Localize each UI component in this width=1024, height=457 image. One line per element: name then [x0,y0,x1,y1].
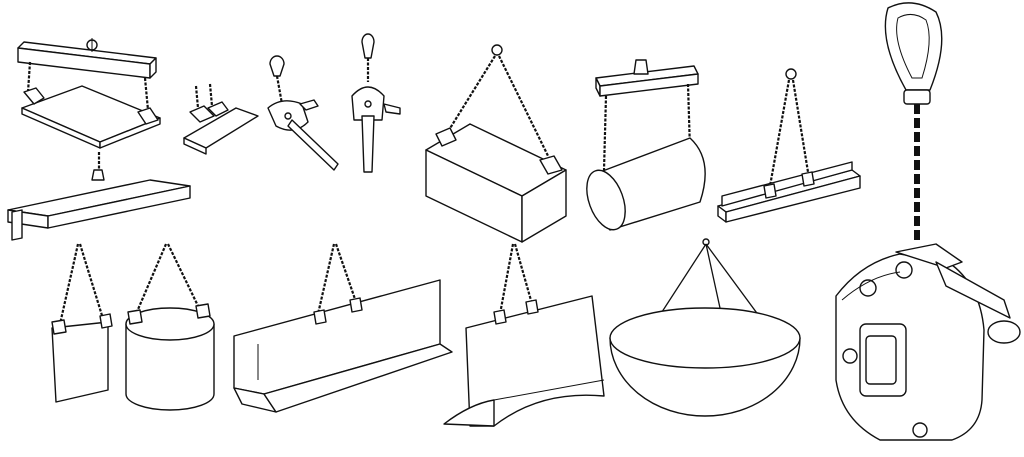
beam-plate-lift-drawing [7,38,191,241]
drum-beam-lift-drawing [586,59,706,231]
sheet-lift-drawing [51,243,113,403]
cylinder-lift-drawing [125,243,215,411]
clamp-detail-drawing [835,2,1021,441]
vertical-plate-clamp-a-drawing [267,55,339,171]
horizontal-plate-clamp-drawing [183,83,259,155]
channel-lift-drawing [717,68,861,223]
angle-lift-drawing [233,243,453,413]
curved-plate-lift-drawing [443,243,605,427]
vertical-plate-clamp-b-drawing [351,33,401,173]
concrete-block-lift-drawing [425,44,567,243]
hemisphere-lift-drawing [609,238,801,417]
